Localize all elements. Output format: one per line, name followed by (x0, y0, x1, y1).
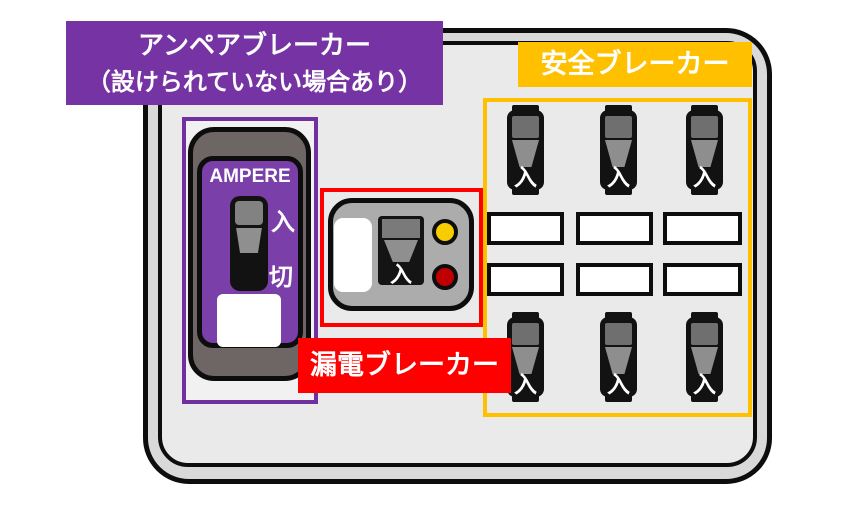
switch-handle-icon[interactable] (235, 201, 263, 225)
circuit-label-blank (576, 263, 653, 296)
ampere-breaker-label-line1: アンペアブレーカー (138, 30, 371, 60)
on-glyph: 入 (514, 371, 537, 397)
on-label: 入 (271, 209, 295, 236)
switch-tab (691, 185, 718, 195)
switch-handle-icon[interactable] (512, 323, 539, 345)
indicator-lamp-yellow (432, 219, 458, 245)
switch-handle-icon[interactable] (384, 240, 418, 262)
switch-handle-icon[interactable] (512, 116, 539, 138)
safety-breaker-switch[interactable]: 入 (686, 312, 723, 402)
switch-tab (512, 185, 539, 195)
indicator-lamp-red (432, 264, 458, 290)
safety-breaker-switch[interactable]: 入 (686, 105, 723, 195)
circuit-label-blank (576, 212, 653, 245)
switch-tab (605, 185, 632, 195)
on-glyph: 入 (514, 164, 537, 190)
on-glyph: 入 (607, 164, 630, 190)
switch-handle-icon[interactable] (605, 116, 632, 138)
on-glyph: 入 (693, 371, 716, 397)
rating-label-blank (217, 294, 281, 347)
switch-tab (691, 392, 718, 402)
off-label: 切 (269, 264, 293, 291)
ampere-brand-text: AMPERE (209, 166, 291, 187)
safety-breaker-switch[interactable]: 入 (600, 105, 637, 195)
switch-handle-icon[interactable] (236, 228, 262, 253)
circuit-label-blank (663, 212, 742, 245)
leakage-breaker-outline (320, 188, 483, 327)
switch-handle-icon[interactable] (691, 323, 718, 345)
switch-handle-icon[interactable] (605, 323, 632, 345)
circuit-label-blank (487, 212, 564, 245)
switch-tab (605, 392, 632, 402)
safety-breaker-outline (483, 98, 752, 417)
safety-breaker-switch[interactable]: 入 (507, 312, 544, 402)
circuit-label-blank (663, 263, 742, 296)
switch-tab (512, 392, 539, 402)
safety-breaker-switch[interactable]: 入 (507, 105, 544, 195)
safety-breaker-label: 安全ブレーカー (518, 42, 752, 87)
switch-handle-icon[interactable] (691, 116, 718, 138)
ampere-breaker-label-line2: （設けられていない場合あり） (86, 69, 423, 96)
leakage-breaker-label: 漏電ブレーカー (298, 338, 511, 393)
safety-breaker-switch[interactable]: 入 (600, 312, 637, 402)
rating-label-blank (334, 218, 372, 292)
on-glyph: 入 (693, 164, 716, 190)
on-glyph: 入 (607, 371, 630, 397)
circuit-label-blank (487, 263, 564, 296)
ampere-breaker-label: アンペアブレーカー （設けられていない場合あり） (66, 21, 443, 105)
on-glyph: 入 (389, 262, 412, 287)
switch-handle-icon[interactable] (382, 219, 420, 238)
